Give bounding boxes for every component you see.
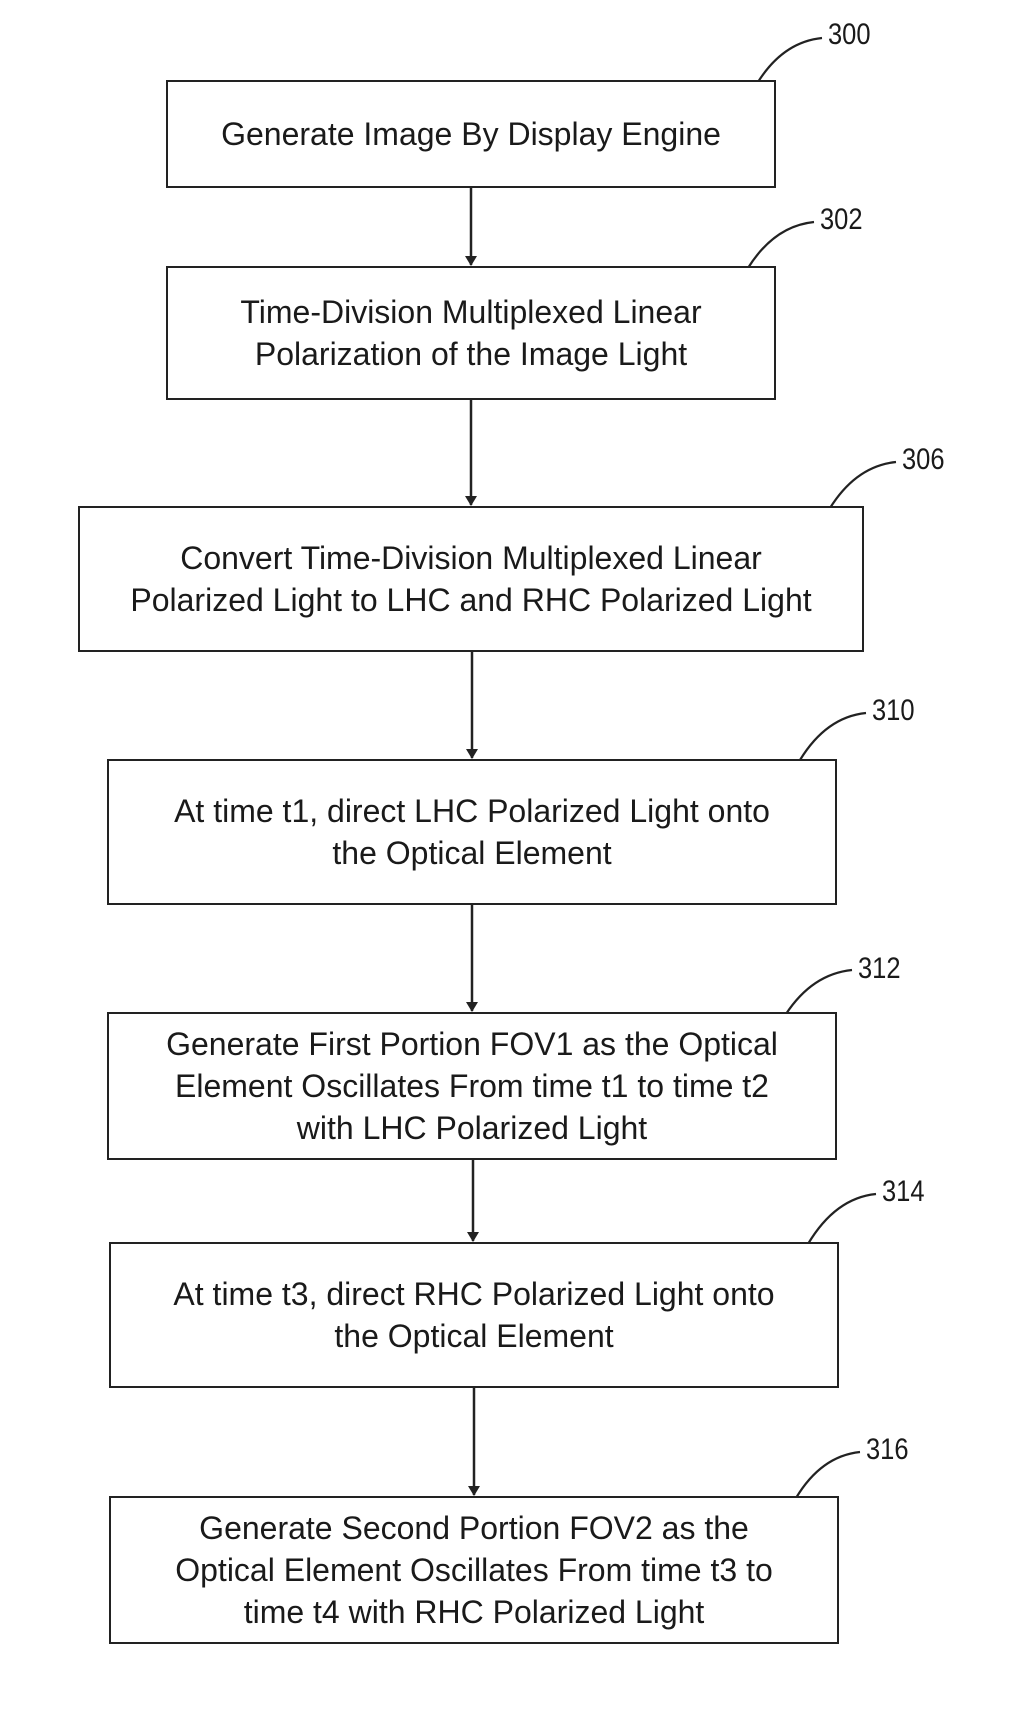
ref-leader-300 xyxy=(757,36,823,83)
ref-leader-310 xyxy=(799,711,867,761)
step-312-line-2: Element Oscillates From time t1 to time … xyxy=(175,1068,769,1104)
ref-leader-316 xyxy=(795,1450,861,1499)
ref-leader-312 xyxy=(785,968,853,1015)
ref-label-312: 312 xyxy=(858,952,901,985)
step-302-line-2: Polarization of the Image Light xyxy=(254,336,688,372)
ref-leader-306 xyxy=(829,460,897,509)
step-302-line-1: Time-Division Multiplexed Linear xyxy=(240,294,702,330)
step-306-line-2: Polarized Light to LHC and RHC Polarized… xyxy=(130,582,812,618)
step-310-line-1: At time t1, direct LHC Polarized Light o… xyxy=(174,793,770,829)
step-314-box: At time t3, direct RHC Polarized Light o… xyxy=(109,1242,839,1388)
step-310-line-2: the Optical Element xyxy=(332,835,612,871)
step-300-box: Generate Image By Display Engine xyxy=(166,80,776,188)
step-316-line-3: time t4 with RHC Polarized Light xyxy=(243,1594,705,1630)
step-316-line-1: Generate Second Portion FOV2 as the xyxy=(199,1510,749,1546)
step-310-box: At time t1, direct LHC Polarized Light o… xyxy=(107,759,837,905)
ref-label-310: 310 xyxy=(872,694,915,727)
step-316-line-2: Optical Element Oscillates From time t3 … xyxy=(175,1552,773,1588)
ref-label-302: 302 xyxy=(820,203,863,236)
step-314-line-1: At time t3, direct RHC Polarized Light o… xyxy=(173,1276,775,1312)
step-306-line-1: Convert Time-Division Multiplexed Linear xyxy=(180,540,762,576)
step-312-line-1: Generate First Portion FOV1 as the Optic… xyxy=(166,1026,778,1062)
step-312-box: Generate First Portion FOV1 as the Optic… xyxy=(107,1012,837,1160)
ref-leader-314 xyxy=(807,1192,877,1245)
step-316-box: Generate Second Portion FOV2 as the Opti… xyxy=(109,1496,839,1644)
step-300-line-1: Generate Image By Display Engine xyxy=(221,116,721,152)
ref-label-306: 306 xyxy=(902,443,945,476)
step-306-box: Convert Time-Division Multiplexed Linear… xyxy=(78,506,864,652)
ref-label-316: 316 xyxy=(866,1433,909,1466)
step-314-line-2: the Optical Element xyxy=(334,1318,614,1354)
step-312-line-3: with LHC Polarized Light xyxy=(296,1110,648,1146)
ref-label-314: 314 xyxy=(882,1175,925,1208)
ref-leader-302 xyxy=(747,220,815,269)
step-302-box: Time-Division Multiplexed Linear Polariz… xyxy=(166,266,776,400)
ref-label-300: 300 xyxy=(828,18,871,51)
